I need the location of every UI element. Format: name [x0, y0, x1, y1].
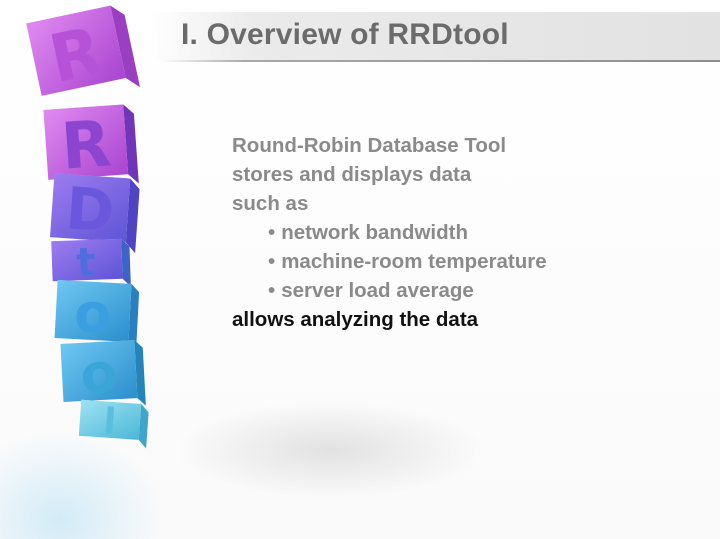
letter-block-o1: o [54, 280, 140, 351]
letter-block-r1: R [26, 5, 141, 98]
body-line-3: such as [232, 192, 309, 215]
body-line-2: stores and displays data [232, 163, 472, 186]
bullet-text: server load average [281, 279, 474, 302]
letter-block-l: l [78, 399, 149, 449]
title-band [150, 12, 720, 60]
bullet-marker: • [268, 279, 276, 302]
letter-block-d: D [50, 173, 140, 254]
svg-text:o: o [79, 341, 119, 406]
body-line-1: Round-Robin Database Tool [232, 134, 507, 157]
letter-tower-graphic: R R D t [26, 5, 149, 449]
letter-block-t: t [51, 238, 131, 287]
svg-text:l: l [102, 401, 117, 443]
bullet-text: machine-room temperature [281, 250, 547, 273]
svg-text:D: D [64, 174, 117, 245]
emphasis-line: allows analyzing the data [232, 308, 479, 331]
svg-text:o: o [73, 281, 113, 346]
bullet-text: network bandwidth [281, 221, 468, 244]
bullet-marker: • [268, 221, 276, 244]
slide-title: I. Overview of RRDtool [181, 18, 509, 51]
svg-text:t: t [76, 240, 97, 287]
slide-body: Round-Robin Database Tool stores and dis… [232, 131, 547, 334]
letter-block-o2: o [60, 340, 146, 406]
title-divider [160, 60, 720, 62]
svg-text:R: R [59, 108, 113, 185]
bullet-marker: • [268, 250, 276, 273]
bullet-item-network-bandwidth: •network bandwidth [232, 218, 547, 247]
rrdtool-letter-tower: R R D t [0, 0, 170, 539]
letter-block-r2: R [43, 104, 139, 185]
bullet-item-machine-room-temperature: •machine-room temperature [232, 247, 547, 276]
bullet-item-server-load-average: •server load average [232, 276, 547, 305]
